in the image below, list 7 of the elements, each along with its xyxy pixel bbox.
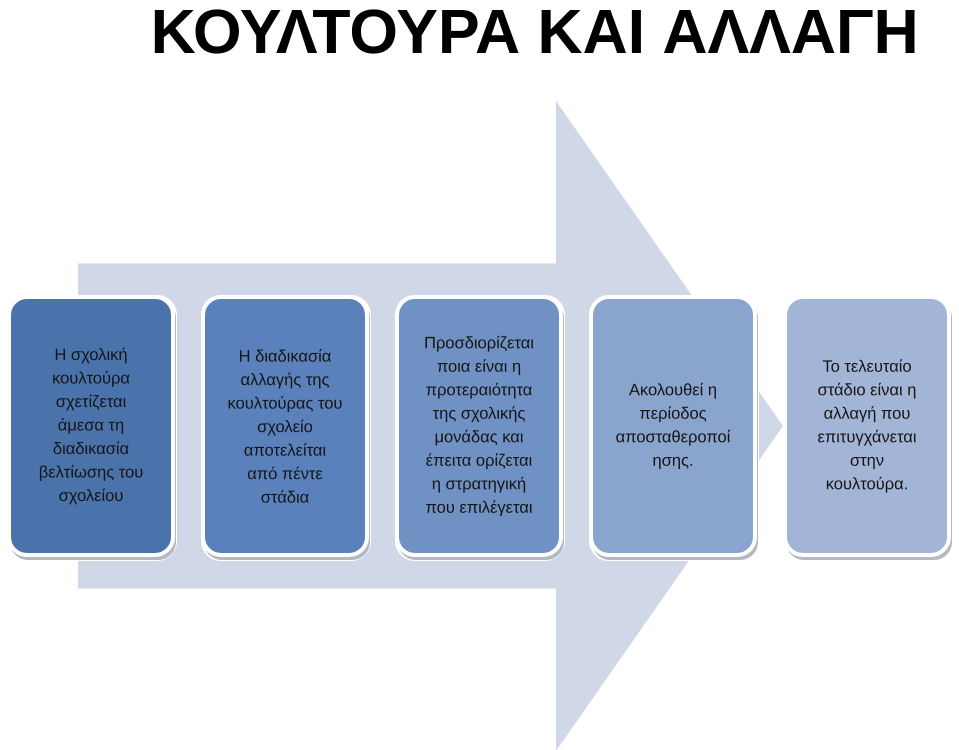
block-arrow [78, 100, 784, 750]
process-box: Το τελευταίο στάδιο είναι η αλλαγή που επιτυγχάνεται στην κουλτούρα. [783, 295, 952, 560]
title: ΚΟΥΛΤΟΥΡΑ ΚΑΙ ΑΛΛΑΓΗ [154, 9, 914, 54]
process-box: Ακολουθεί η περίοδος αποσταθεροποί ησης. [589, 295, 758, 560]
process-box: Προσδιορίζεται ποια είναι η προτεραιότητα της σχολικής μονάδας και έπειτα ορίζεται η στρατηγική που επιλέγεται [395, 295, 564, 560]
process-box: Η σχολική κουλτούρα σχετίζεται άμεσα τη διαδικασία βελτίωσης του σχολείου [7, 295, 176, 560]
process-box: Η διαδικασία αλλαγής της κουλτούρας του σχολείο αποτελείται από πέντε στάδια [201, 295, 370, 560]
